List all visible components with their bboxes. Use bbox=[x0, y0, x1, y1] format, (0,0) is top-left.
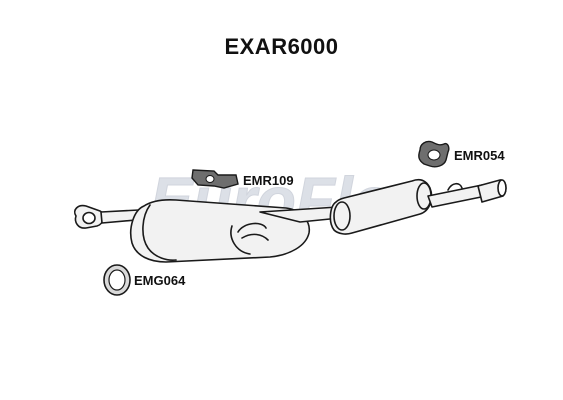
page-title: EXAR6000 bbox=[224, 34, 339, 59]
front-flange bbox=[73, 204, 105, 229]
silencer-box bbox=[129, 199, 311, 263]
part-label-emg064: EMG064 bbox=[134, 273, 186, 288]
emr109-rubber-hanger bbox=[191, 169, 239, 189]
part-label-emr109: EMR109 bbox=[243, 173, 294, 188]
emg064-gasket bbox=[103, 264, 131, 296]
tailpipe bbox=[427, 179, 507, 208]
emr054-rubber-hanger bbox=[418, 140, 450, 168]
part-label-emr054: EMR054 bbox=[454, 148, 505, 163]
rear-silencer bbox=[329, 178, 433, 235]
